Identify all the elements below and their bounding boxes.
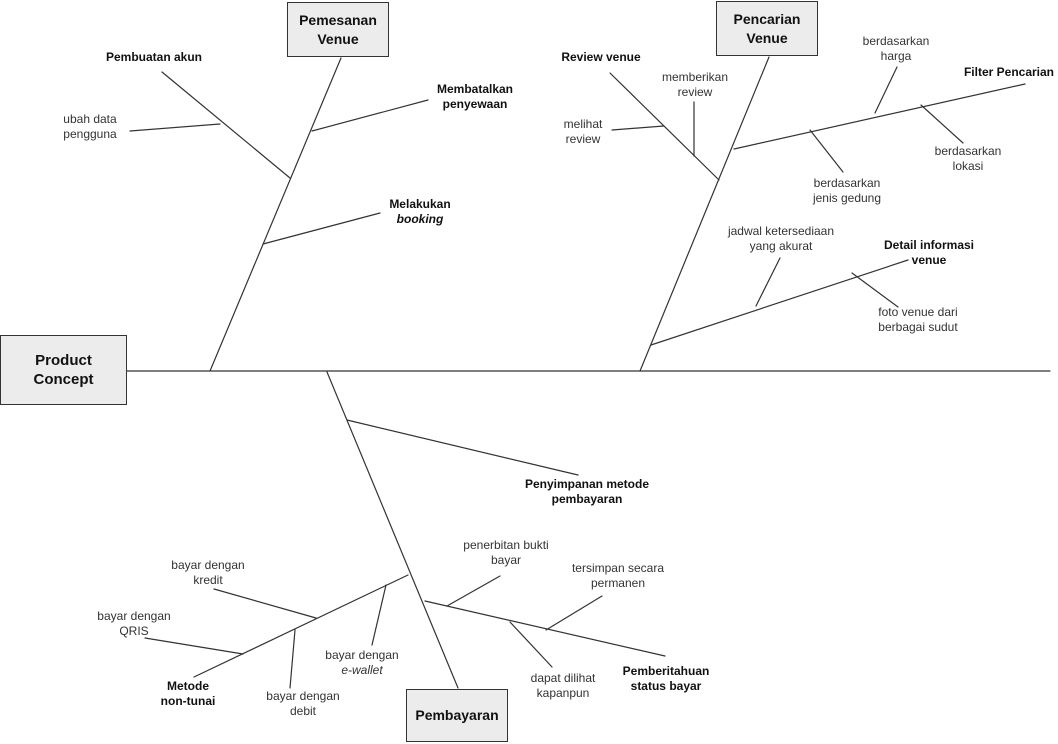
label-melihat-review: melihat review	[563, 117, 603, 146]
bone-pencarian	[639, 56, 770, 372]
label-bayar-debit: bayar dengan debit	[266, 689, 340, 718]
category-box-pemesanan-venue: Pemesanan Venue	[287, 2, 389, 57]
sub-melihat-review	[611, 125, 665, 131]
label-review-venue: Review venue	[561, 50, 641, 64]
pencarian-line2: Venue	[746, 29, 788, 46]
sub-bukti	[446, 575, 501, 607]
sub-harga	[874, 66, 898, 114]
branch-pembuatan-akun	[161, 71, 291, 179]
category-box-pencarian-venue: Pencarian Venue	[716, 1, 818, 56]
label-pemberitahuan-status: Pemberitahuan status bayar	[622, 664, 710, 693]
label-memberikan-review: memberikan review	[661, 70, 729, 99]
sub-qris	[144, 637, 244, 655]
label-berdasarkan-harga: berdasarkan harga	[862, 34, 930, 63]
head-box-product-concept: Product Concept	[0, 335, 127, 405]
label-ubah-data-pengguna: ubah data pengguna	[63, 112, 117, 141]
branch-filter	[733, 83, 1026, 150]
sub-jenis	[809, 129, 844, 173]
sub-debit	[289, 629, 296, 689]
label-dapat-dilihat: dapat dilihat kapanpun	[530, 671, 596, 700]
sub-permanen	[545, 595, 603, 631]
sub-ubah-data	[129, 123, 221, 132]
pemesanan-line1: Pemesanan	[299, 11, 377, 28]
branch-penyimpanan	[346, 419, 579, 476]
label-detail-informasi-venue: Detail informasi venue	[883, 238, 975, 267]
sub-foto	[851, 272, 899, 308]
pembayaran-line1: Pembayaran	[415, 707, 499, 723]
head-line2: Concept	[33, 371, 94, 388]
pemesanan-line2: Venue	[317, 30, 359, 47]
sub-kredit	[213, 588, 317, 619]
branch-melakukan-booking	[262, 212, 381, 245]
label-bayar-ewallet: bayar dengan e-wallet	[325, 648, 399, 677]
bone-pembayaran	[326, 371, 459, 689]
sub-ewallet	[371, 584, 387, 646]
label-berdasarkan-lokasi: berdasarkan lokasi	[934, 144, 1002, 173]
bone-pemesanan	[209, 57, 342, 372]
branch-detail	[650, 259, 909, 346]
label-filter-pencarian: Filter Pencarian	[963, 65, 1055, 79]
label-pembuatan-akun: Pembuatan akun	[105, 50, 203, 64]
label-foto-venue: foto venue dari berbagai sudut	[878, 305, 958, 334]
label-penyimpanan-metode: Penyimpanan metode pembayaran	[524, 477, 650, 506]
category-box-pembayaran: Pembayaran	[406, 689, 508, 742]
branch-membatalkan	[311, 99, 429, 132]
branch-pemberitahuan	[424, 600, 666, 657]
label-metode-nontunai: Metode non-tunai	[160, 679, 216, 708]
label-penerbitan-bukti: penerbitan bukti bayar	[463, 538, 549, 567]
label-bayar-qris: bayar dengan QRIS	[97, 609, 171, 638]
sub-kapanpun	[509, 621, 553, 668]
label-berdasarkan-jenis-gedung: berdasarkan jenis gedung	[812, 176, 882, 205]
branch-nontunai	[193, 574, 409, 678]
label-melakukan-booking: Melakukan booking	[389, 197, 451, 226]
pencarian-line1: Pencarian	[733, 10, 801, 27]
head-line1: Product	[35, 352, 92, 369]
label-membatalkan-penyewaan: Membatalkan penyewaan	[436, 82, 514, 111]
branch-review-venue	[609, 72, 720, 181]
sub-lokasi	[920, 104, 964, 144]
sub-jadwal	[755, 257, 781, 307]
label-bayar-kredit: bayar dengan kredit	[171, 558, 245, 587]
label-jadwal-ketersediaan: jadwal ketersediaan yang akurat	[727, 224, 835, 253]
label-tersimpan-permanen: tersimpan secara permanen	[571, 561, 665, 590]
